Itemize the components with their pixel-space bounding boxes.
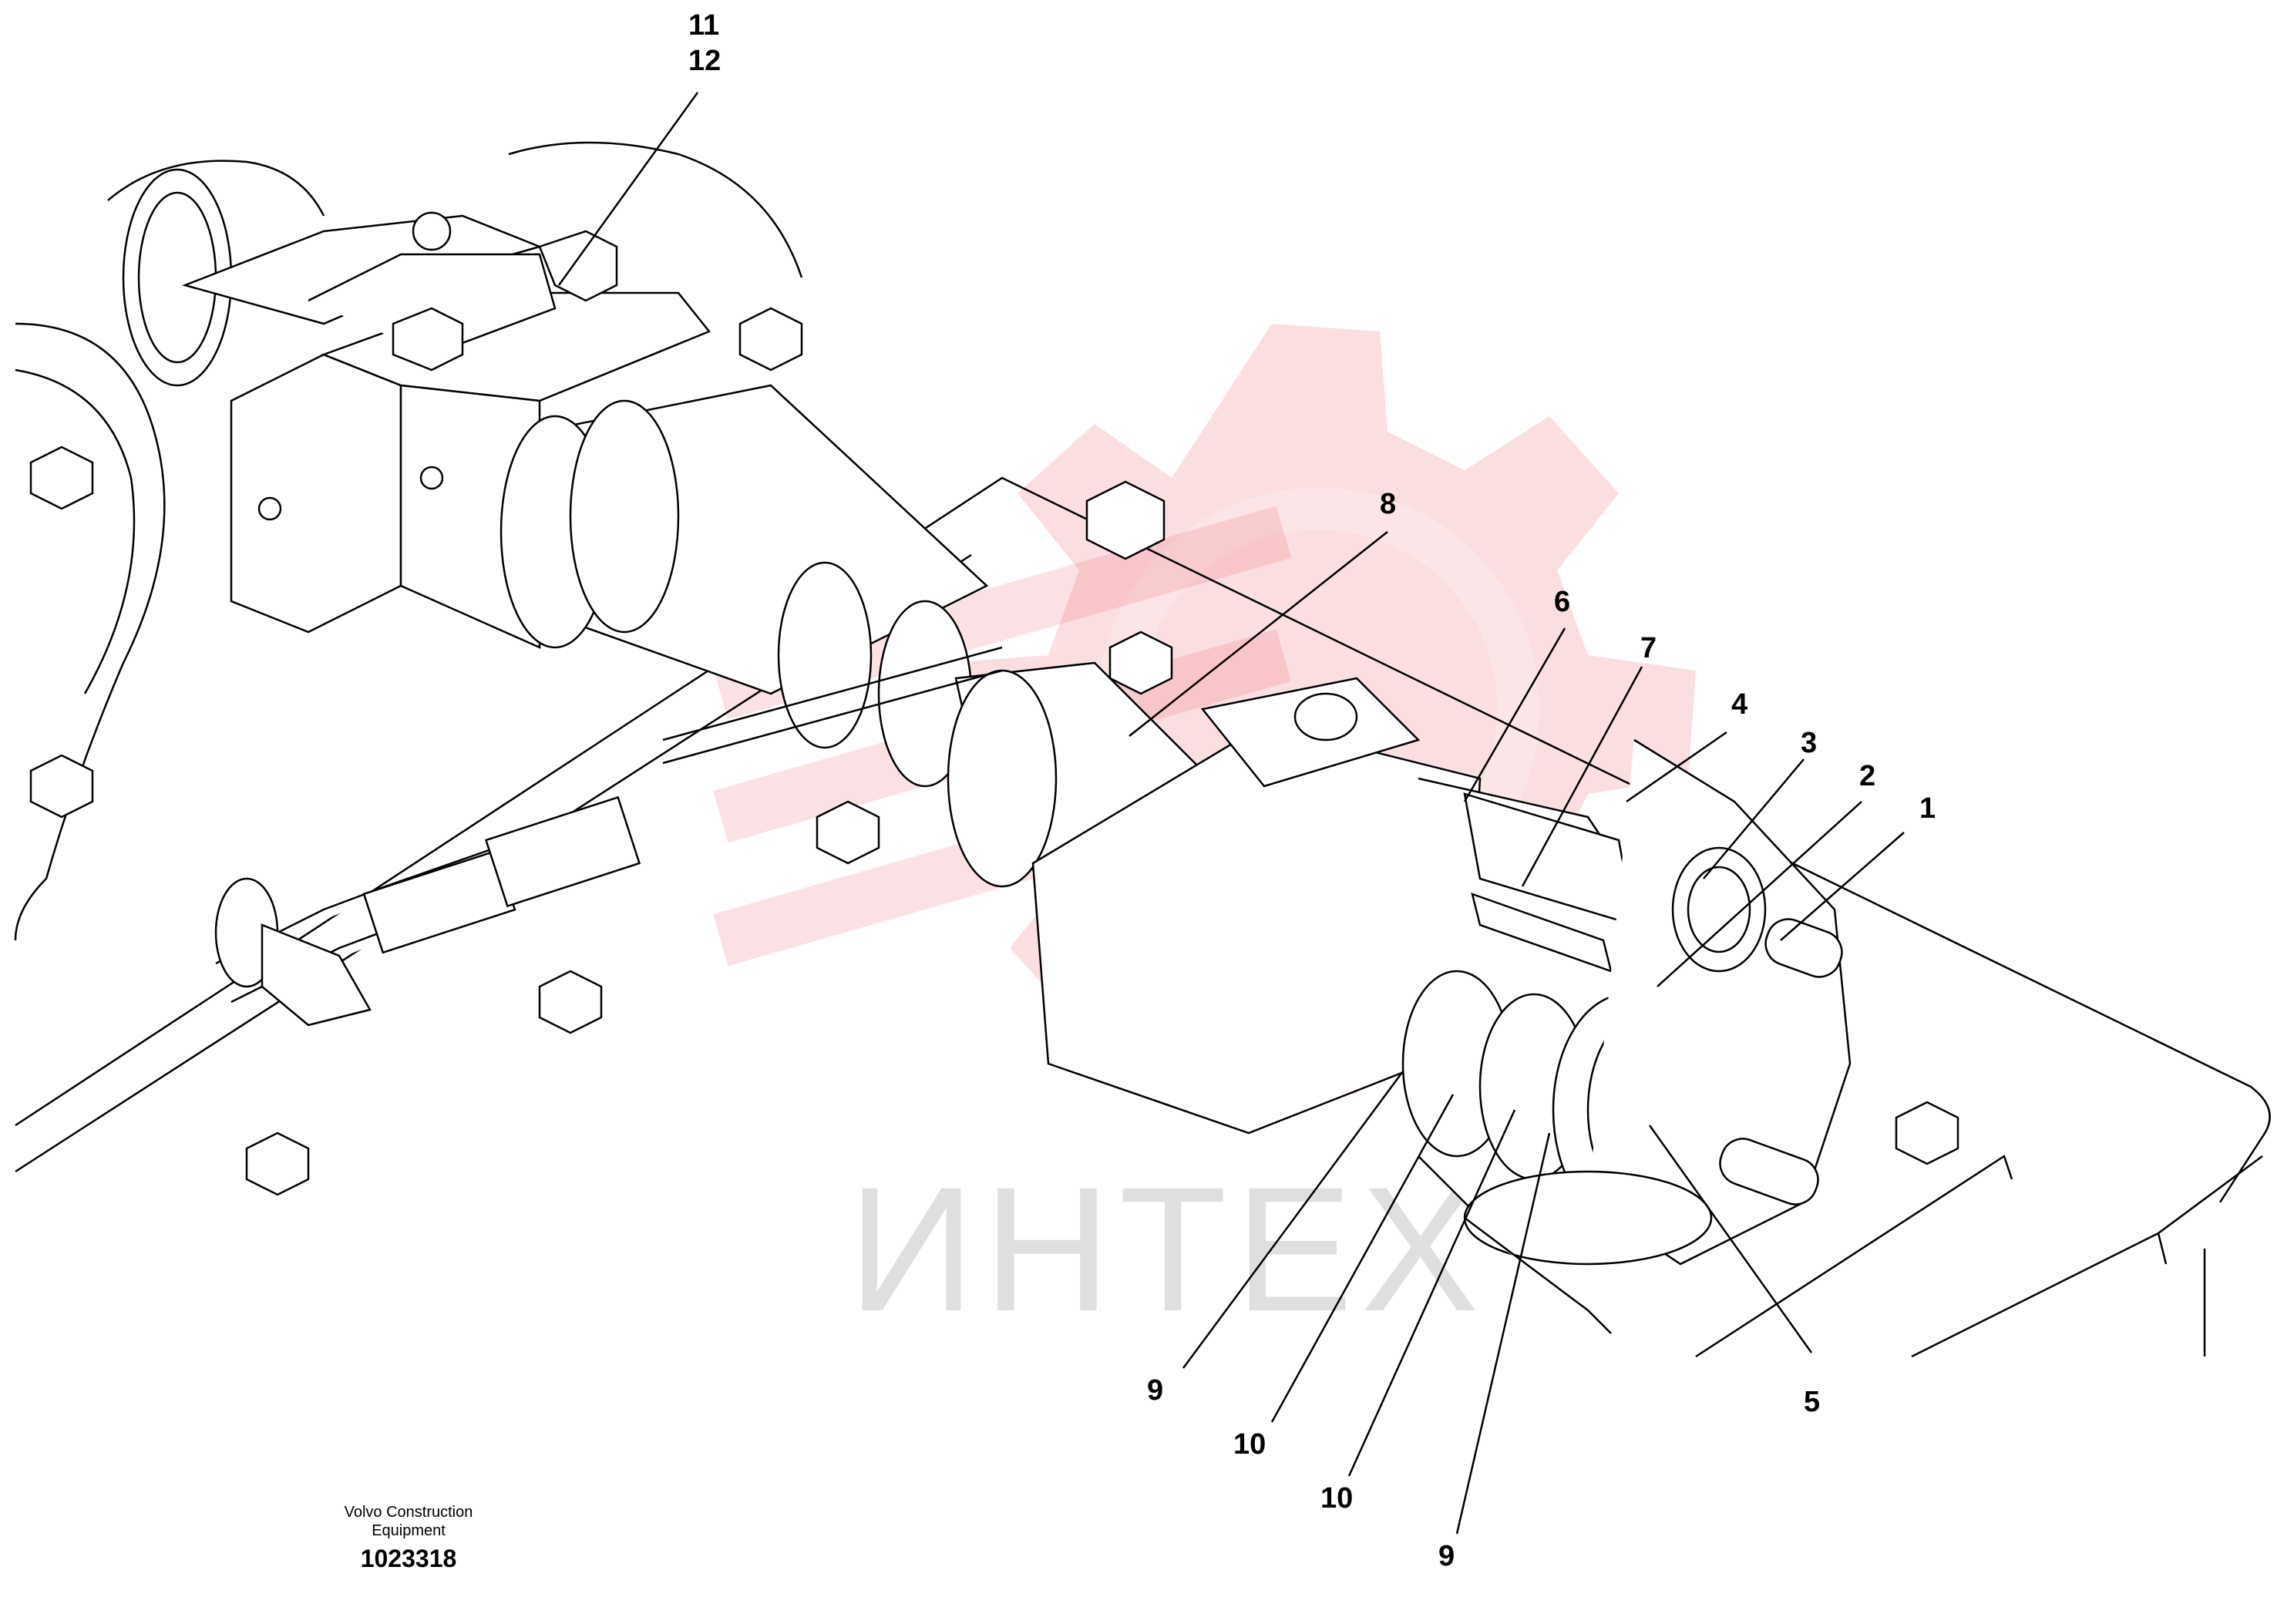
right-coupling-assembly	[1031, 677, 1852, 1334]
leader-lines	[557, 92, 1905, 1535]
callout-9: 9	[1147, 1374, 1164, 1407]
callout-5: 5	[1804, 1386, 1821, 1418]
company-name-line2: Equipment	[372, 1522, 446, 1539]
callout-7: 7	[1640, 632, 1657, 664]
drive-shaft	[500, 384, 1205, 888]
bolt-icon	[29, 307, 1959, 1196]
watermark-text: ИНТЕХ	[848, 1150, 1487, 1348]
callout-6: 6	[1554, 586, 1571, 618]
base-plate	[15, 476, 2271, 1358]
left-gear-housing	[14, 141, 803, 941]
hydraulic-line	[214, 646, 1003, 1027]
callout-11: 11	[688, 9, 720, 42]
callout-4: 4	[1731, 688, 1748, 721]
callout-9: 9	[1438, 1540, 1455, 1572]
callout-3: 3	[1801, 727, 1818, 759]
footer-caption: Volvo Construction Equipment 1023318	[285, 1503, 532, 1573]
left-coupling	[182, 211, 711, 649]
callout-2: 2	[1859, 760, 1876, 792]
callout-12: 12	[688, 45, 722, 77]
callout-8: 8	[1380, 488, 1397, 520]
callout-10: 10	[1320, 1482, 1354, 1515]
callout-10: 10	[1233, 1428, 1266, 1461]
drawing-number: 1023318	[360, 1545, 457, 1572]
company-name-line1: Volvo Construction	[344, 1504, 473, 1521]
callout-1: 1	[1919, 792, 1936, 825]
